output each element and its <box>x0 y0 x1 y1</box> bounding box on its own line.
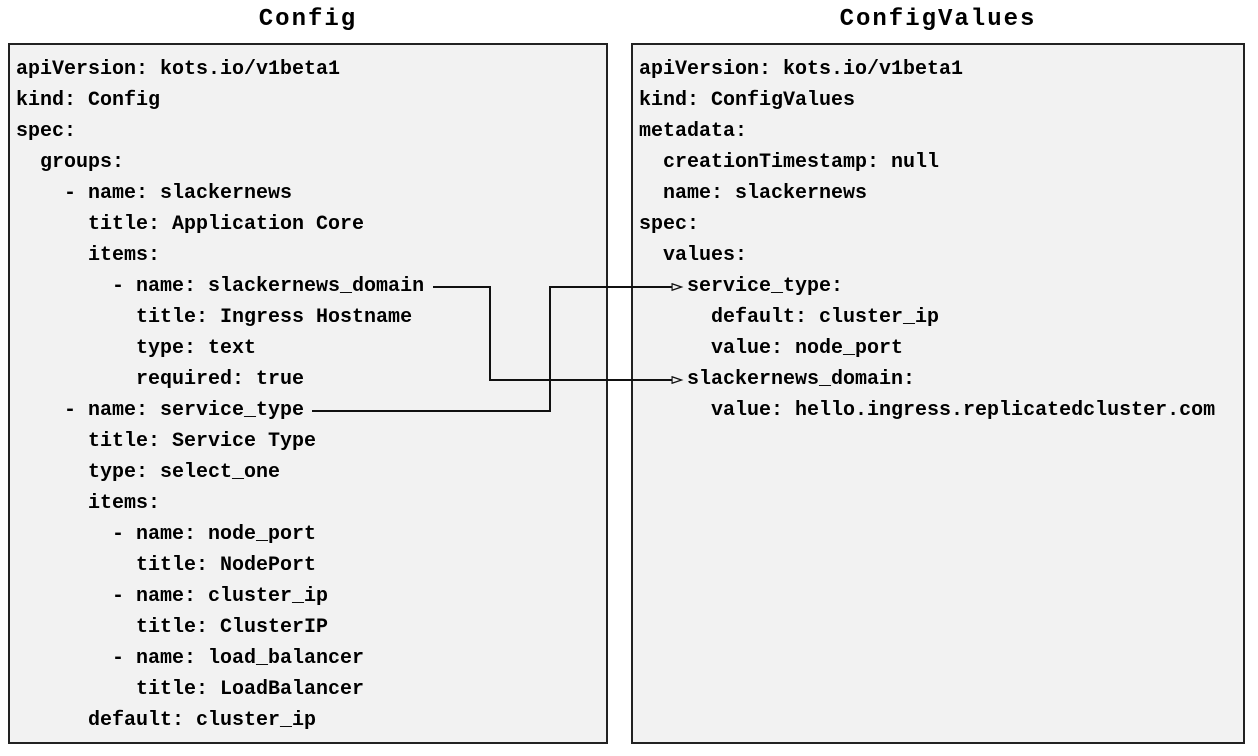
config-panel-title: Config <box>258 6 358 33</box>
config-panel: apiVersion: kots.io/v1beta1 kind: Config… <box>8 43 608 744</box>
config-yaml-code: apiVersion: kots.io/v1beta1 kind: Config… <box>16 58 425 732</box>
configvalues-panel-title: ConfigValues <box>839 6 1037 33</box>
configvalues-panel: apiVersion: kots.io/v1beta1 kind: Config… <box>631 43 1245 744</box>
configvalues-yaml-code: apiVersion: kots.io/v1beta1 kind: Config… <box>639 58 1216 422</box>
